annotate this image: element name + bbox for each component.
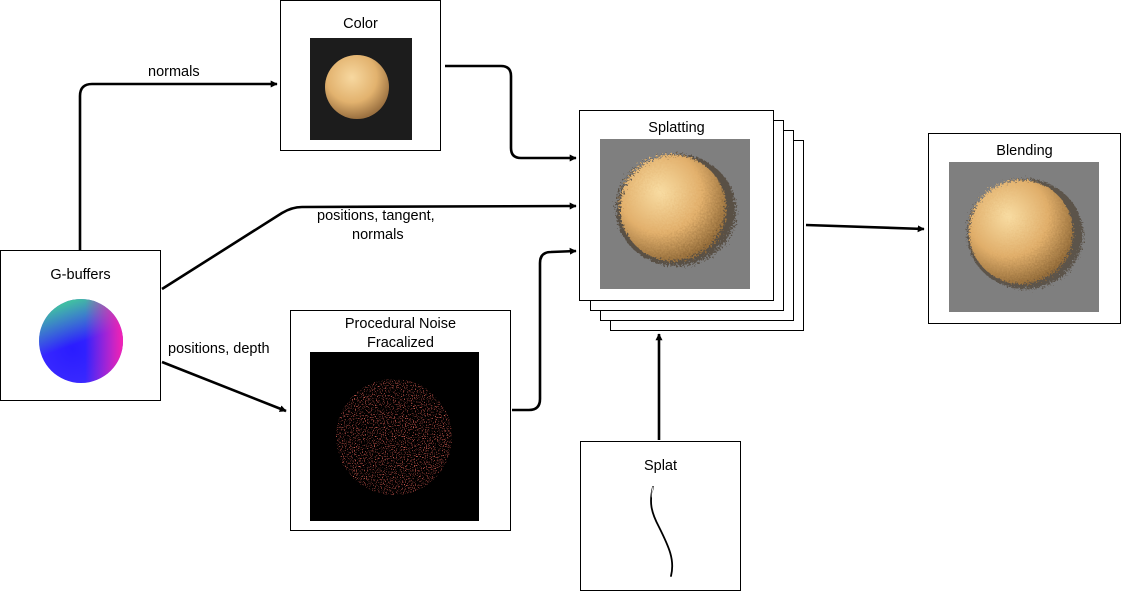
gbuffers-title: G-buffers	[50, 267, 111, 283]
edge-gbuffers-to-color	[78, 80, 278, 250]
edge-noise-to-splatting	[512, 247, 577, 412]
noise-title-line1: Procedural Noise	[344, 316, 457, 332]
gbuffers-node[interactable]: G-buffers	[0, 250, 161, 401]
color-title: Color	[343, 16, 378, 32]
splat-stroke-image	[650, 486, 674, 577]
shaded-sphere-image	[310, 38, 412, 140]
edge-label-normals: normals	[148, 64, 200, 80]
edge-color-to-splatting	[445, 64, 577, 162]
blending-title: Blending	[996, 143, 1053, 159]
edge-label-positions-depth: positions, depth	[168, 341, 270, 357]
splat-node[interactable]: Splat	[580, 441, 741, 591]
edge-gbuffers-to-noise	[161, 360, 287, 413]
edge-splatting-to-blending	[805, 223, 925, 233]
blending-thumbnail	[949, 162, 1099, 312]
blending-node[interactable]: Blending	[928, 133, 1121, 324]
splatting-node[interactable]: Splatting	[579, 110, 774, 301]
noise-node[interactable]: Procedural Noise Fracalized	[290, 310, 511, 531]
splat-title: Splat	[643, 458, 678, 474]
splatting-thumbnail	[600, 139, 750, 289]
edge-label-positions-tangent-line1: positions, tangent,	[317, 208, 435, 224]
blended-sphere-image	[949, 162, 1099, 312]
edge-gbuffers-to-splatting	[161, 202, 577, 291]
edge-label-positions-tangent-line2: normals	[352, 227, 404, 243]
normals-sphere-image	[39, 299, 123, 383]
furry-sphere-image	[600, 139, 750, 289]
splatting-title: Splatting	[648, 120, 705, 136]
noise-sphere-image	[310, 352, 479, 521]
noise-title-line2: Fracalized	[367, 335, 434, 351]
color-node[interactable]: Color	[280, 0, 441, 151]
